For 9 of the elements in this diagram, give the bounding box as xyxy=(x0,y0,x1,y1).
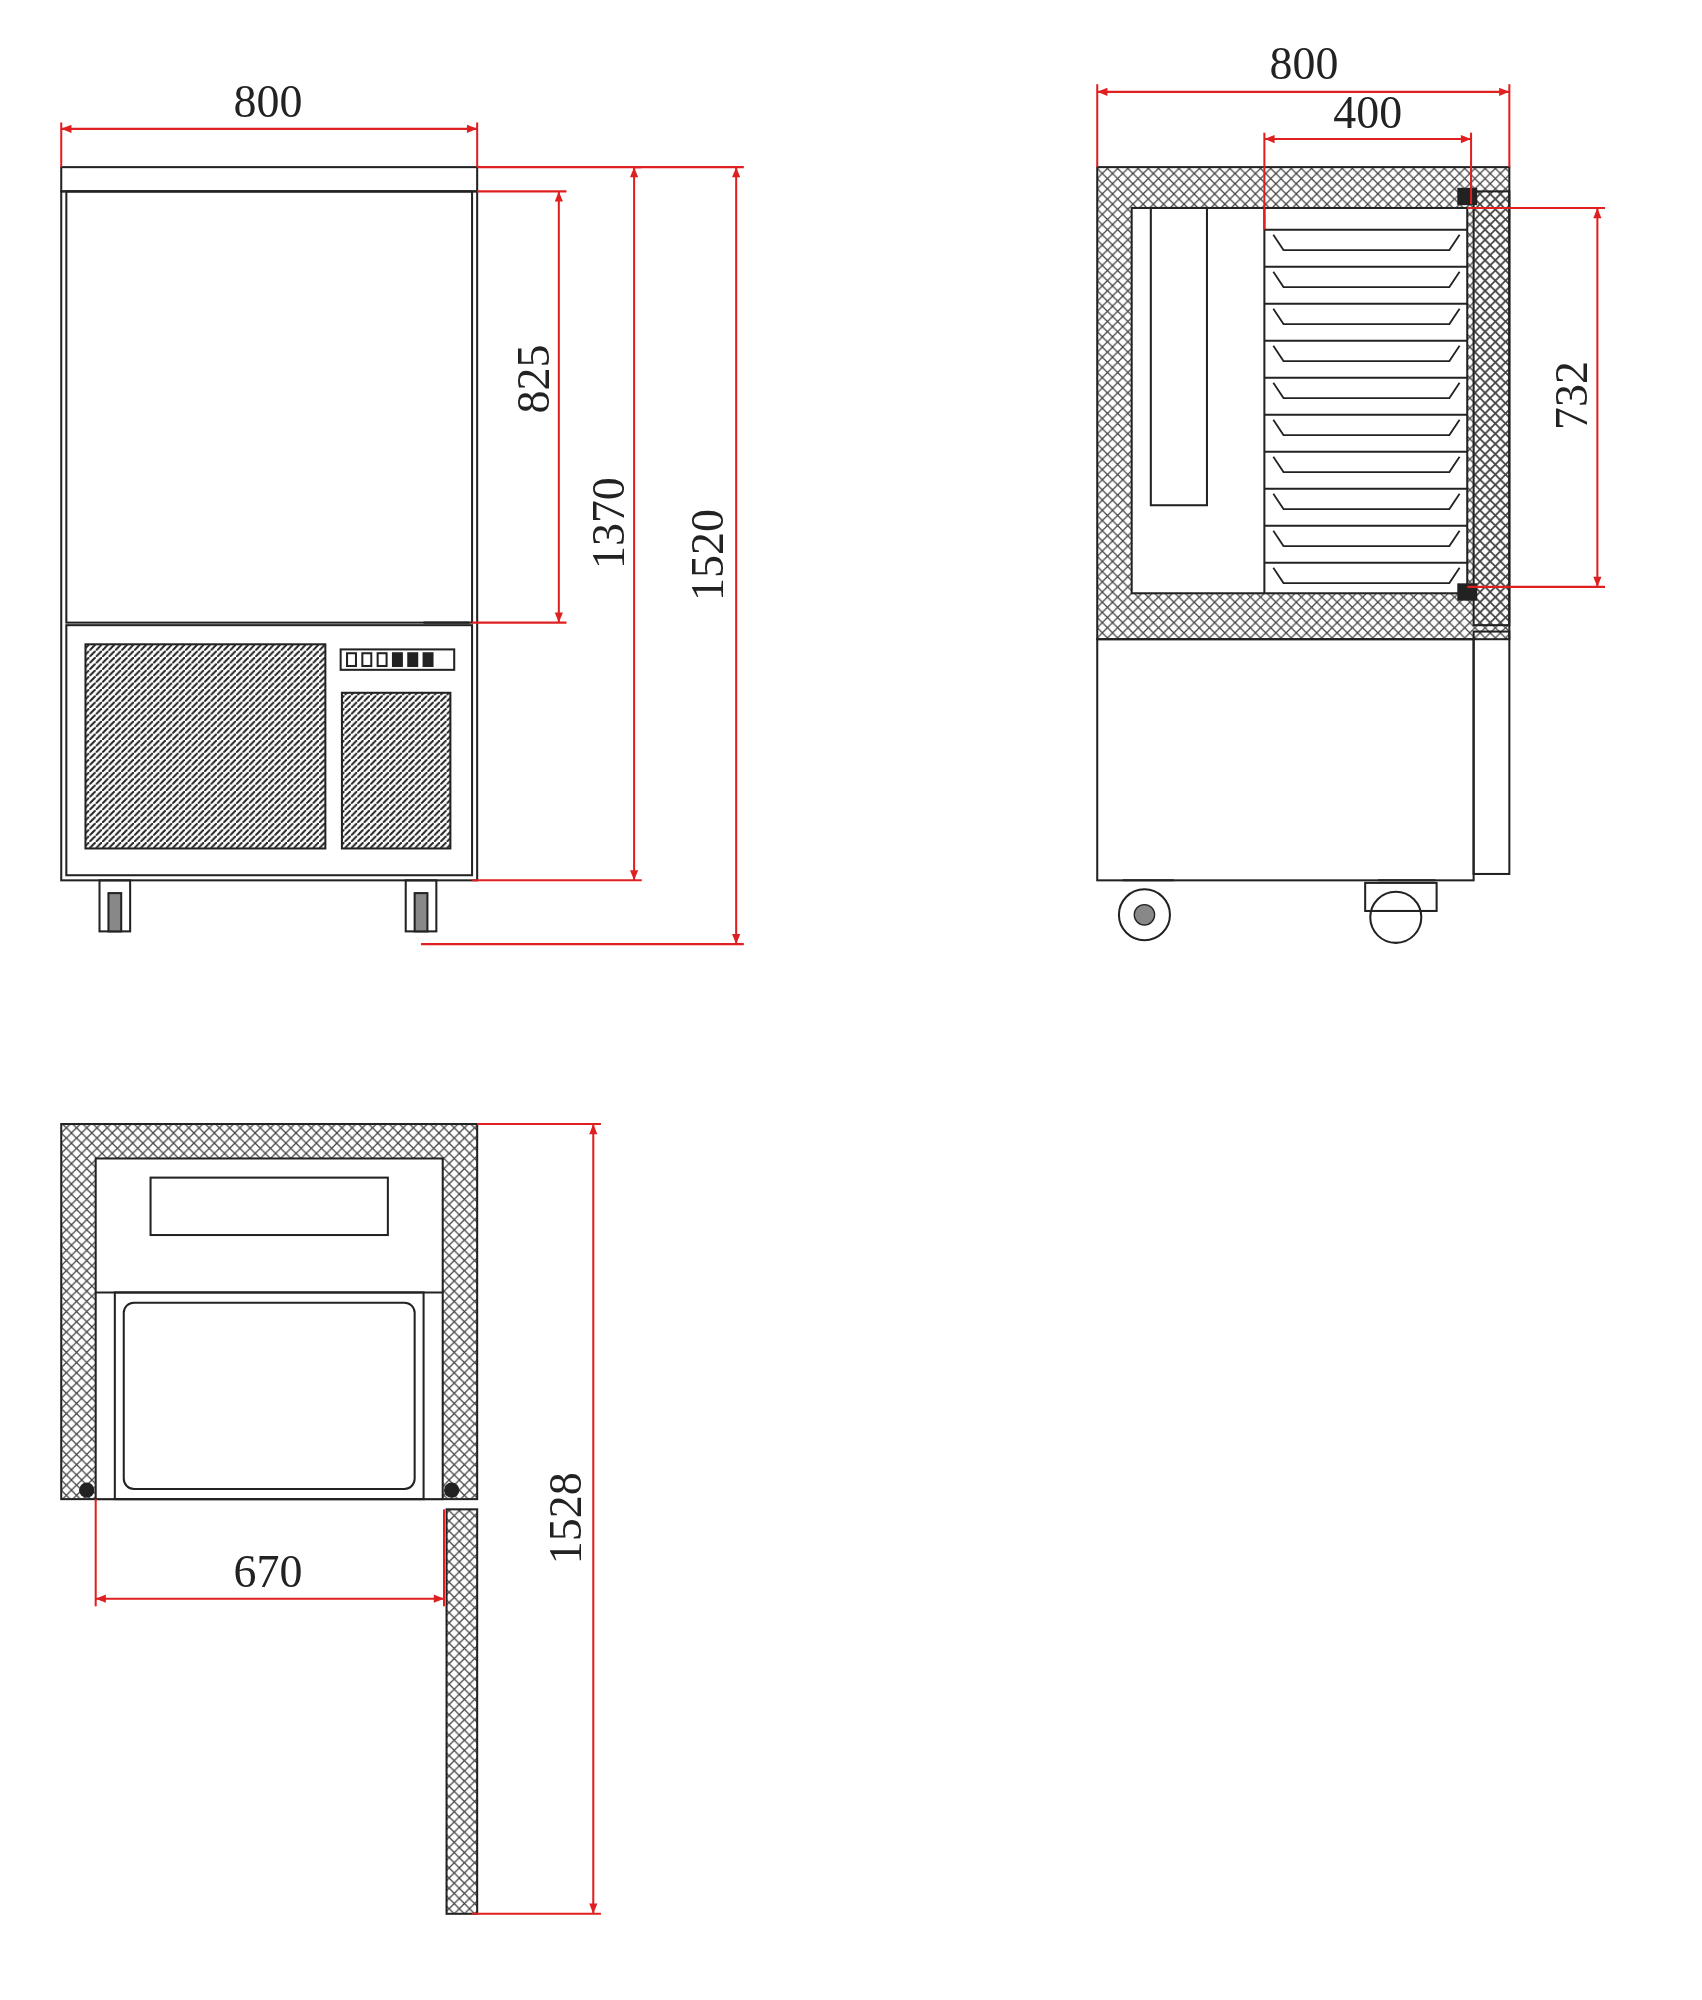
dimension-label: 1370 xyxy=(585,477,632,570)
dimension-label: 732 xyxy=(1548,361,1595,430)
dimension-label: 825 xyxy=(510,344,557,414)
dimension-label: 800 xyxy=(1269,40,1339,87)
dimension-label: 400 xyxy=(1333,89,1403,136)
dimension-label: 1528 xyxy=(542,1472,589,1565)
dimension-label: 800 xyxy=(233,79,303,126)
dimension-label: 1520 xyxy=(685,509,732,601)
dimension-label: 670 xyxy=(233,1548,303,1595)
